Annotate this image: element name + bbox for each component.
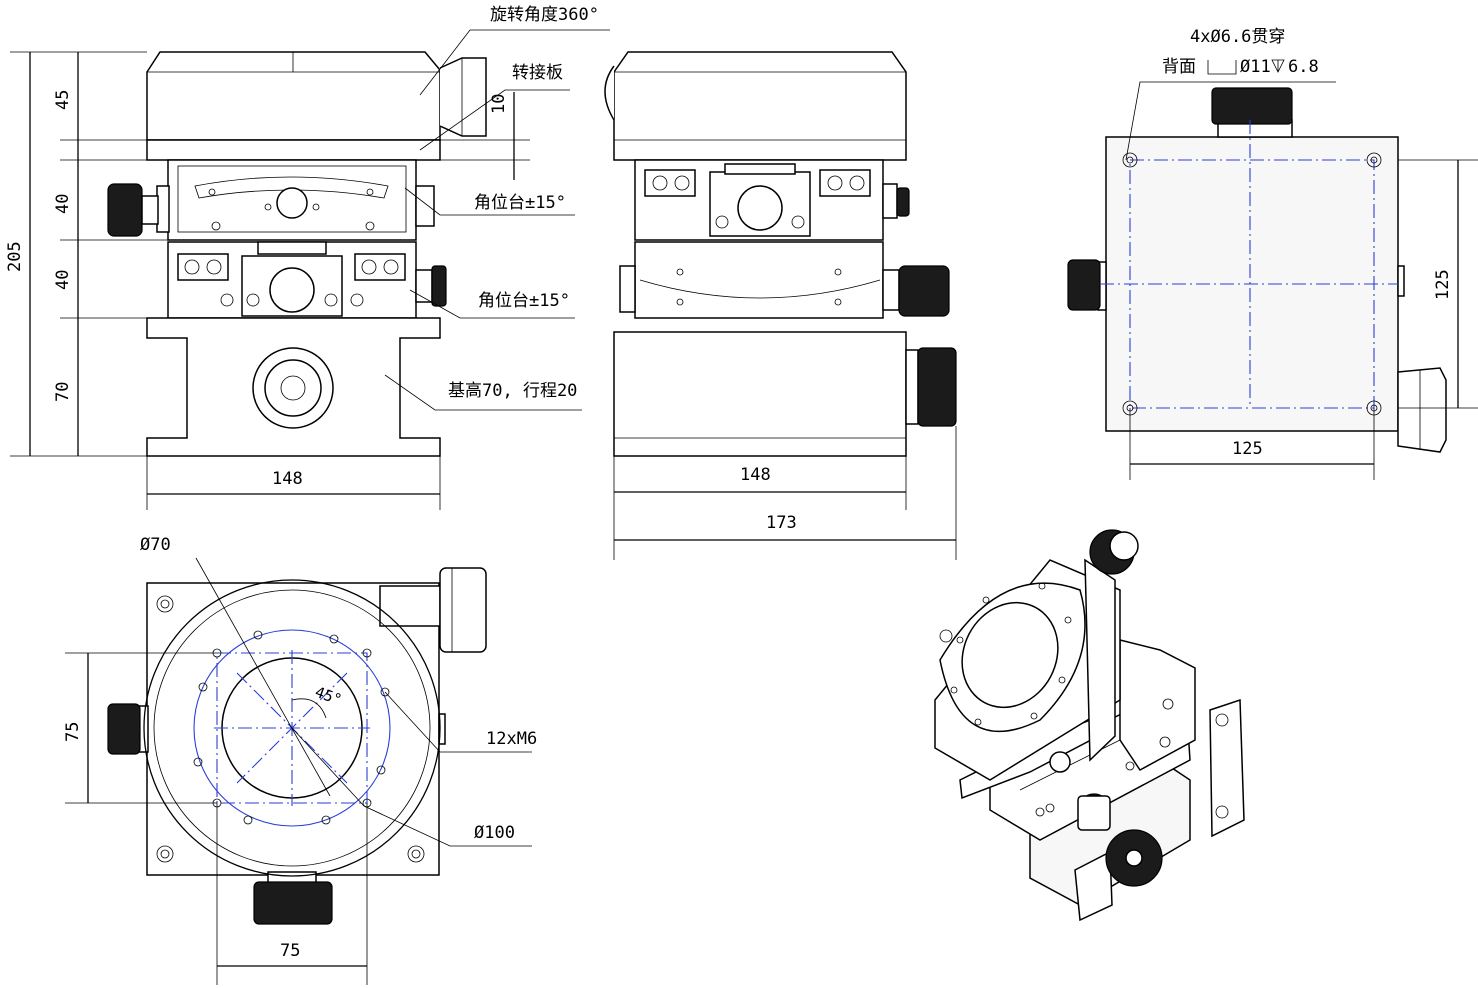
thread-note: 12xM6 — [486, 729, 537, 749]
dim-gonio-upper: 40 — [53, 194, 73, 214]
top-view: Ø70 Ø100 12xM6 45° 75 75 — [63, 535, 537, 985]
isometric-view — [934, 529, 1245, 922]
dim-outer-circle: Ø100 — [474, 823, 515, 843]
dim-side-width: 148 — [740, 465, 771, 485]
goniometer-upper-note: 角位台±15° — [474, 193, 566, 213]
dim-total-height: 205 — [5, 241, 25, 272]
hole-note-line2-diameter: Ø11 — [1240, 57, 1271, 77]
dim-top: 45 — [53, 90, 73, 110]
front-view: 旋转角度360° 转接板 角位台±15° 角位台±15° 基高70, 行程20 … — [5, 5, 610, 510]
hole-note-line2-depth: 6.8 — [1288, 57, 1319, 77]
dim-bottom-horizontal: 125 — [1232, 439, 1263, 459]
dim-front-width: 148 — [272, 469, 303, 489]
dim-base: 70 — [53, 382, 73, 402]
counterbore-icon — [1207, 60, 1237, 75]
dim-bottom-vertical: 125 — [1433, 269, 1453, 300]
base-note: 基高70, 行程20 — [448, 381, 577, 401]
dim-top-horizontal: 75 — [280, 941, 300, 961]
dim-gonio-lower: 40 — [53, 270, 73, 290]
dim-side-overall: 173 — [766, 513, 797, 533]
rotation-note: 旋转角度360° — [490, 5, 599, 25]
goniometer-lower-note: 角位台±15° — [478, 291, 570, 311]
dim-top-vertical: 75 — [63, 722, 83, 742]
hole-note-line2: 背面 — [1162, 57, 1196, 77]
dim-inner-circle: Ø70 — [140, 535, 171, 555]
bottom-view: 4xØ6.6贯穿 背面 Ø11 6.8 125 125 — [1067, 27, 1478, 480]
adapter-note: 转接板 — [512, 63, 563, 83]
depth-icon — [1271, 59, 1285, 73]
side-view: 148 173 — [604, 51, 957, 560]
dim-adapter: 10 — [489, 94, 509, 114]
hole-note-line1: 4xØ6.6贯穿 — [1190, 27, 1285, 47]
